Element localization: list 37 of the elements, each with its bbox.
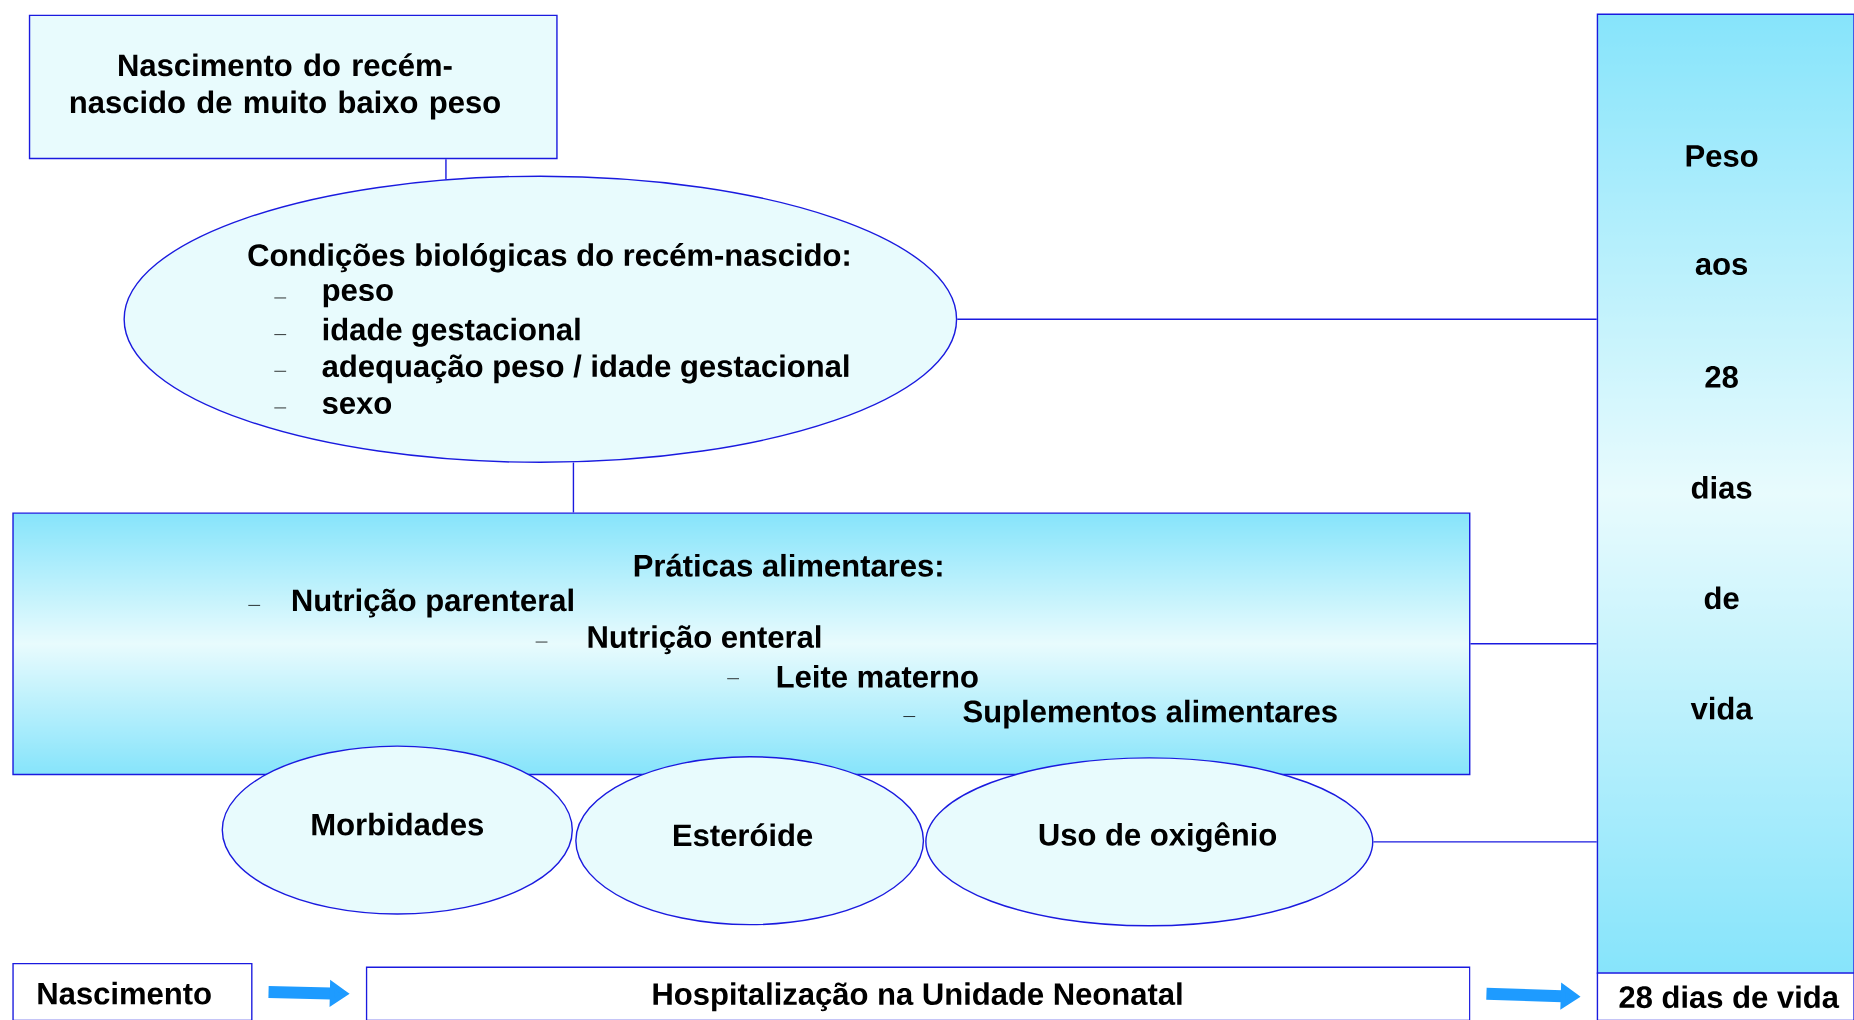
column-word: aos bbox=[1695, 257, 1748, 275]
timeline-box bbox=[365, 966, 1471, 1020]
column-word: dias bbox=[1691, 475, 1752, 499]
list-item: sexo bbox=[322, 396, 392, 414]
connector-line bbox=[956, 318, 1598, 320]
box-heading: Práticas alimentares: bbox=[634, 553, 942, 577]
label-text: Hospitalização na Unidade Neonatal bbox=[653, 982, 1182, 1011]
timeline-box bbox=[1596, 972, 1854, 1020]
text-box: Nascimento do recém-nascido de muito baixo peso bbox=[28, 14, 558, 159]
result-column bbox=[1596, 13, 1854, 974]
connector-line bbox=[572, 461, 575, 513]
list-item: adequação peso / idade gestacional bbox=[322, 354, 849, 384]
ellipse bbox=[575, 755, 925, 926]
connector-line bbox=[1469, 642, 1598, 645]
ellipse bbox=[123, 175, 958, 463]
list-item: Leite materno bbox=[777, 664, 978, 688]
ellipse bbox=[221, 745, 573, 915]
feeding-box bbox=[12, 512, 1471, 775]
list-item: Nutrição enteral bbox=[588, 625, 821, 654]
label-text: Uso de oxigênio bbox=[1039, 822, 1277, 852]
ellipse-heading: Condições biológicas do recém-nascido: bbox=[248, 242, 849, 273]
column-word: 28 bbox=[1705, 365, 1738, 388]
list-item: idade gestacional bbox=[323, 317, 580, 347]
label-text: Morbidades bbox=[312, 812, 483, 836]
label-text: Esteróide bbox=[674, 823, 813, 847]
timeline-box bbox=[12, 962, 253, 1020]
column-word: Peso bbox=[1686, 145, 1758, 167]
list-item: Nutrição parenteral bbox=[292, 588, 573, 618]
ellipse bbox=[925, 757, 1374, 927]
list-item: Suplementos alimentares bbox=[963, 699, 1337, 729]
list-item: peso bbox=[323, 283, 393, 307]
connector-line bbox=[445, 158, 447, 180]
column-word: de bbox=[1704, 586, 1739, 609]
column-word: vida bbox=[1690, 696, 1753, 720]
label-text: Nascimento bbox=[38, 981, 211, 1005]
connector-line bbox=[1372, 840, 1598, 843]
label-text: 28 dias de vida bbox=[1619, 985, 1840, 1008]
